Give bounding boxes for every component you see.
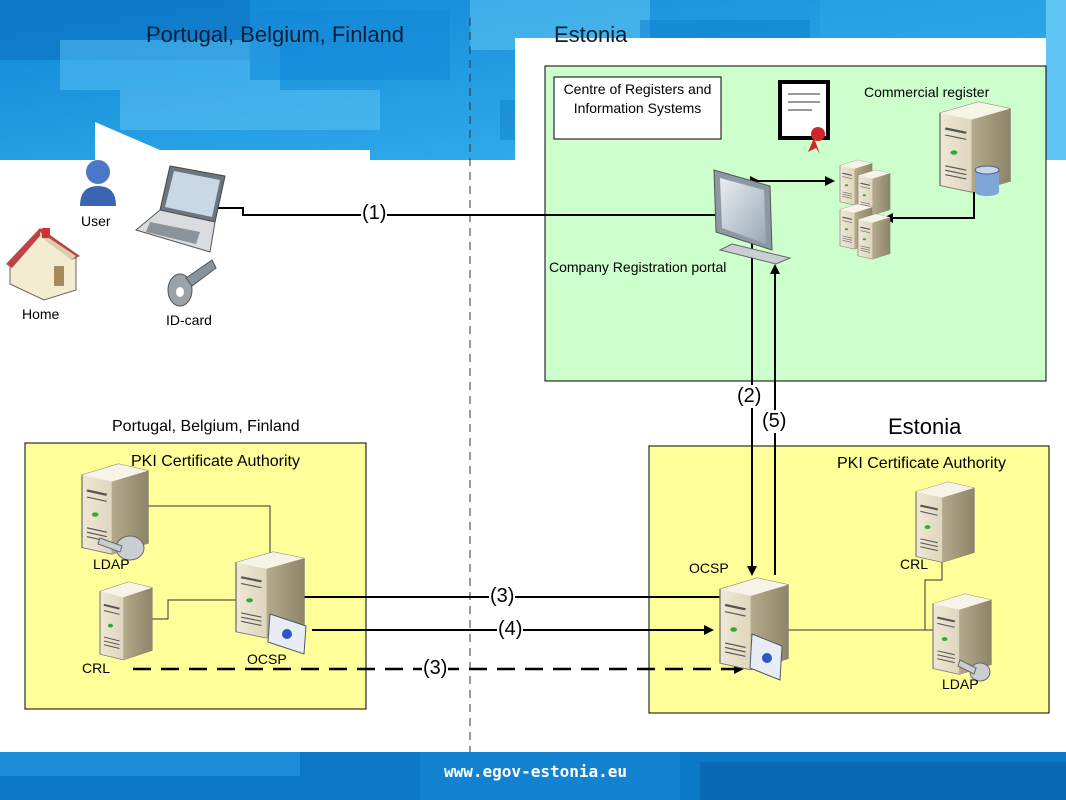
estonia-ocsp-server-icon bbox=[718, 576, 790, 681]
estonia-ocsp-label: OCSP bbox=[689, 560, 729, 576]
flow-5-label: (5) bbox=[761, 410, 788, 433]
foreign-crl-server-icon bbox=[98, 580, 154, 662]
foreign-ca-title: PKI Certificate Authority bbox=[131, 453, 300, 470]
estonia-crl-label: CRL bbox=[900, 556, 929, 572]
flow-4-label: (4) bbox=[497, 618, 524, 641]
estonia-crl-server-icon bbox=[914, 480, 976, 564]
foreign-region-label: Portugal, Belgium, Finland bbox=[112, 418, 300, 435]
register-db-link bbox=[883, 192, 975, 223]
flow-1-label: (1) bbox=[361, 202, 388, 225]
header-left-title: Portugal, Belgium, Finland bbox=[146, 22, 405, 47]
foreign-crl-label: CRL bbox=[82, 660, 111, 676]
foreign-ldap-server-icon bbox=[80, 462, 150, 561]
register-servers-icon bbox=[839, 159, 891, 260]
monitor-icon bbox=[713, 169, 792, 265]
home-label: Home bbox=[22, 306, 60, 322]
header-right-title: Estonia bbox=[554, 22, 628, 47]
estonia-ca-title: PKI Certificate Authority bbox=[837, 455, 1006, 472]
idcard-label: ID-card bbox=[166, 312, 212, 328]
laptop-icon bbox=[134, 165, 226, 253]
foreign-ocsp-server-icon bbox=[234, 550, 307, 655]
foreign-ocsp-label: OCSP bbox=[247, 651, 287, 667]
centre-registers-label: Centre of Registers and Information Syst… bbox=[563, 81, 712, 116]
estonia-ldap-label: LDAP bbox=[942, 676, 979, 692]
user-icon bbox=[80, 160, 116, 206]
key-icon bbox=[167, 259, 217, 307]
centre-registers-box bbox=[553, 76, 722, 140]
estonia-region-label: Estonia bbox=[888, 414, 962, 439]
foreign-ldap-label: LDAP bbox=[93, 556, 130, 572]
house-icon bbox=[6, 228, 80, 301]
portal-label: Company Registration portal bbox=[549, 259, 727, 275]
footer-url-link[interactable]: www.egov-estonia.eu bbox=[444, 762, 628, 781]
commercial-register-label: Commercial register bbox=[864, 84, 990, 100]
certificate-icon bbox=[778, 80, 830, 154]
footer-banner bbox=[0, 752, 1066, 800]
flow-3-label: (3) bbox=[489, 585, 516, 608]
user-label: User bbox=[81, 213, 111, 229]
flow-3-dashed-label: (3) bbox=[422, 657, 449, 680]
flow-2-label: (2) bbox=[736, 385, 763, 408]
database-icon bbox=[974, 165, 1000, 196]
estonia-ldap-server-icon bbox=[931, 592, 993, 682]
